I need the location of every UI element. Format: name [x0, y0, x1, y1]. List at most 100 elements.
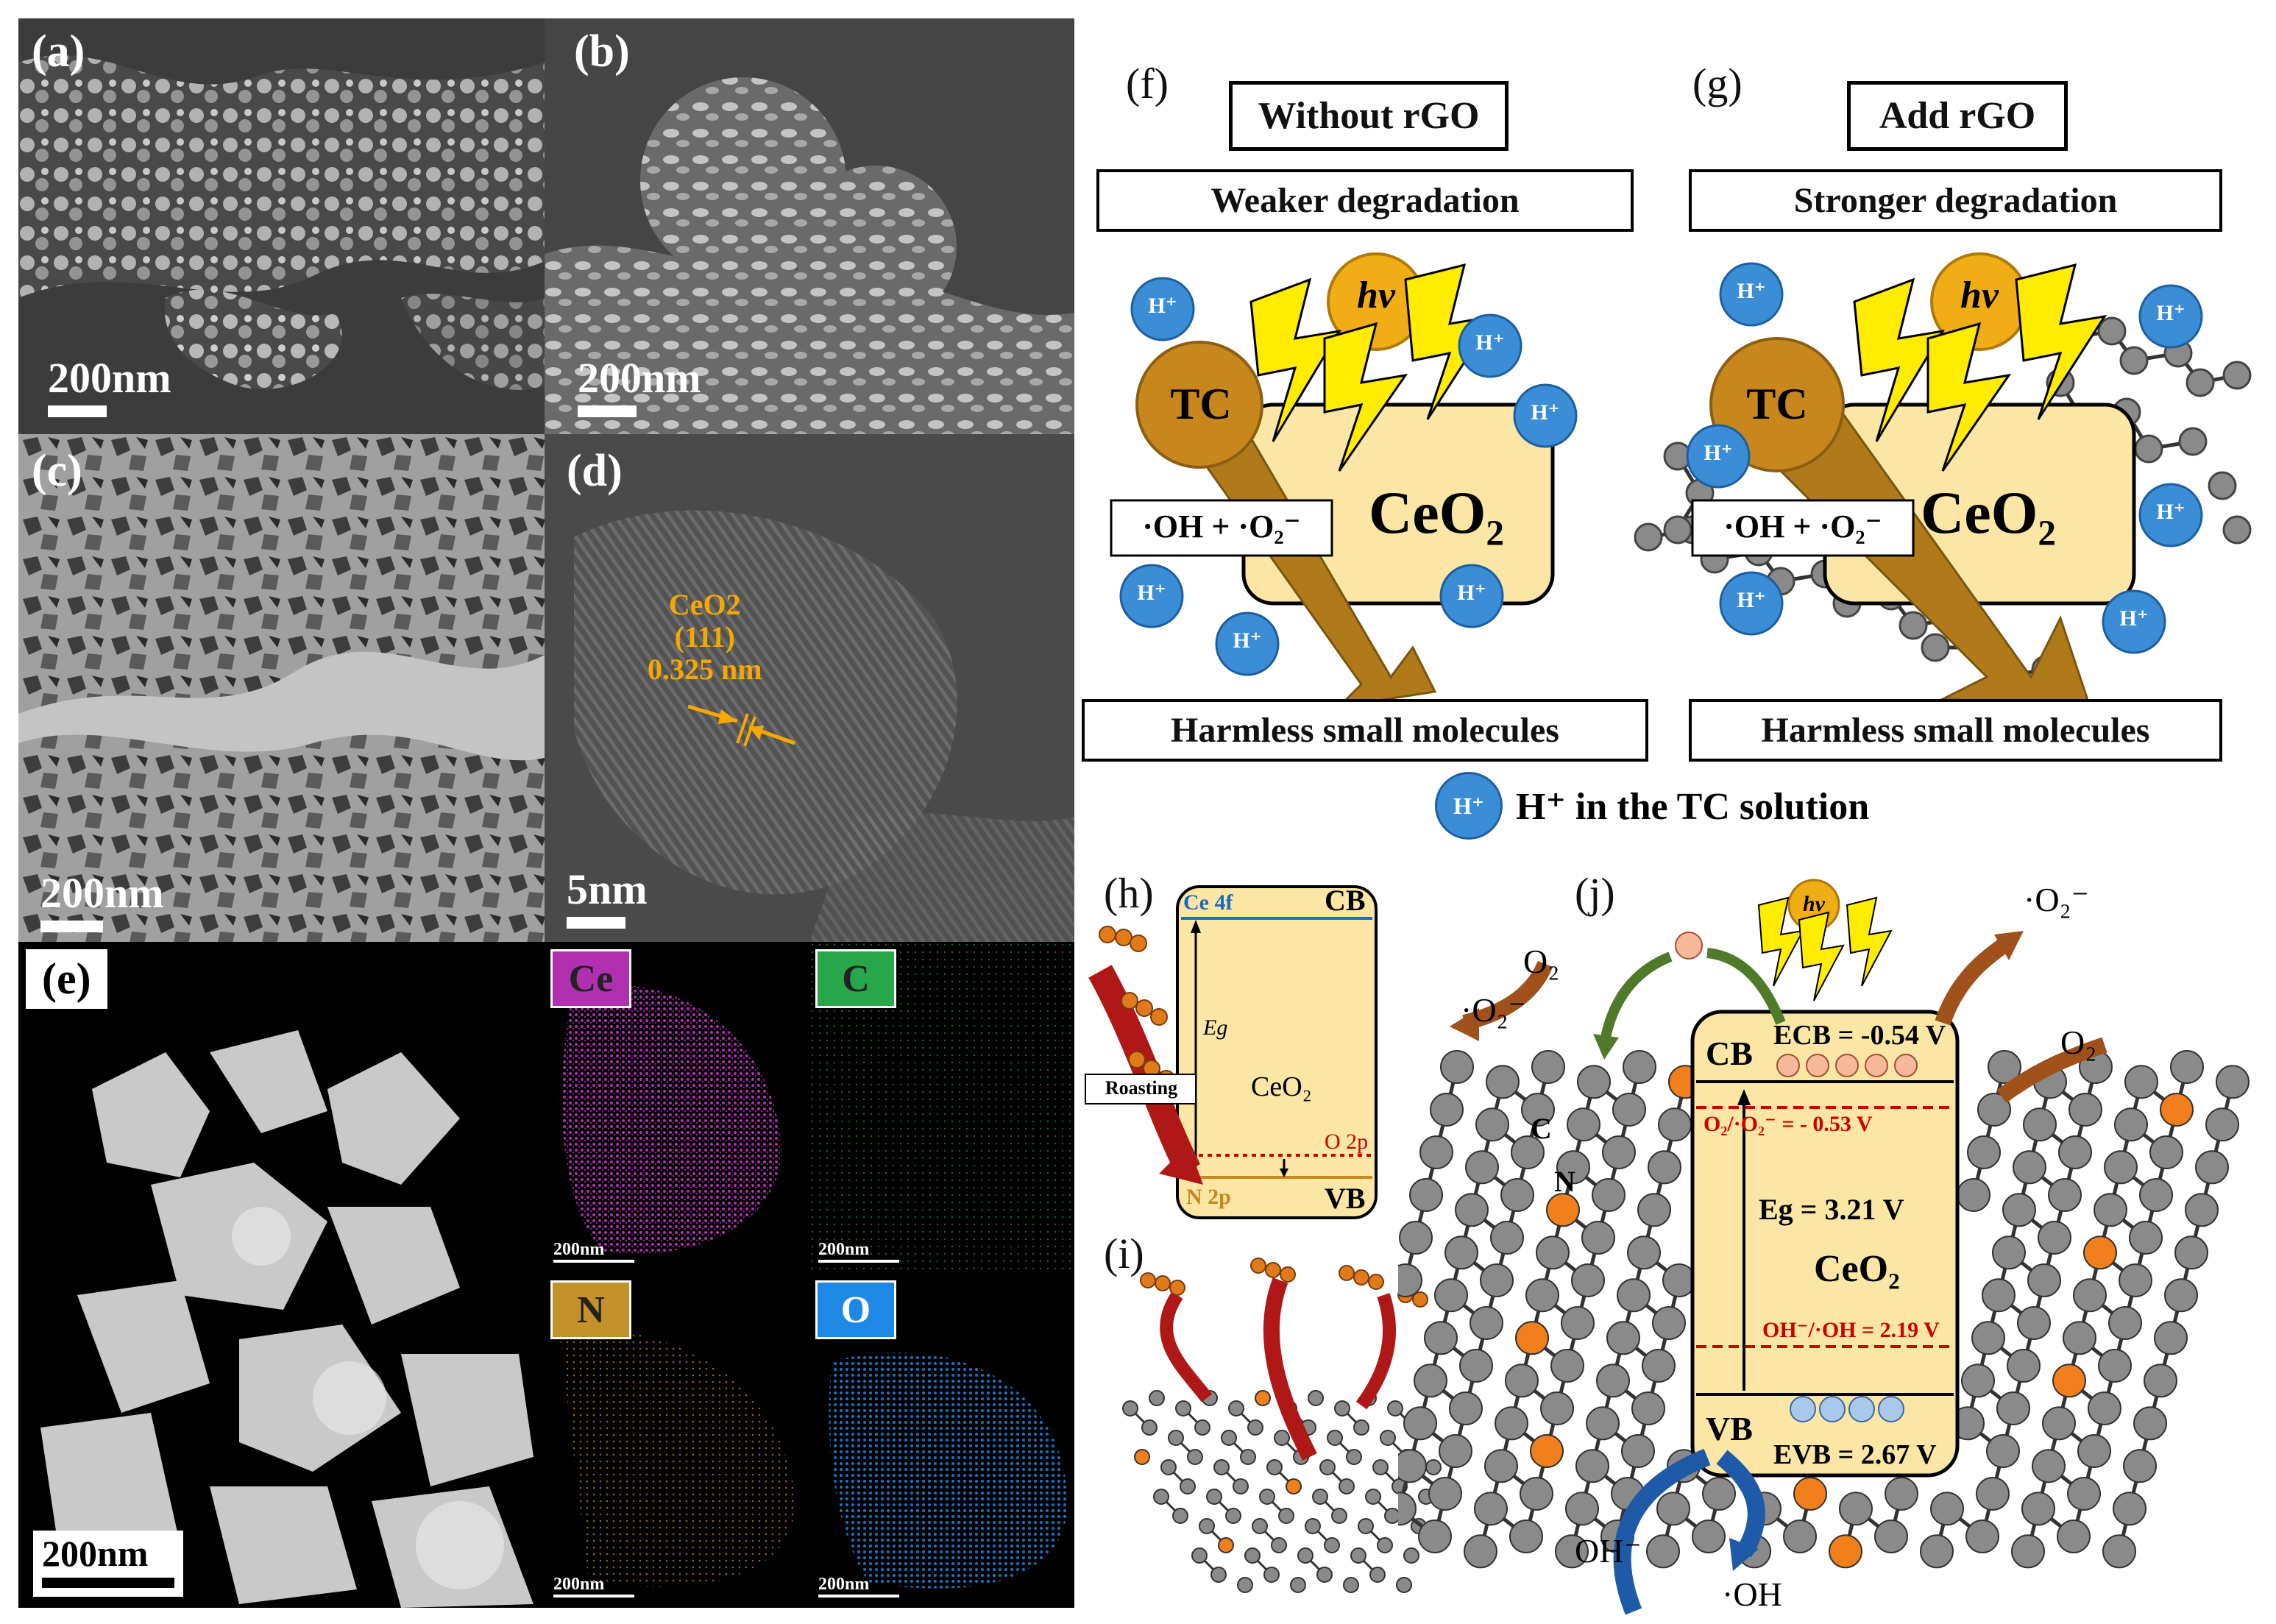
- lattice-atom: [1486, 1065, 1520, 1099]
- lattice-atom: [1380, 1430, 1396, 1446]
- lattice-atom: [1353, 1419, 1369, 1436]
- panel-label-g: (g): [1692, 60, 1743, 107]
- lattice-atom: [2094, 1193, 2127, 1227]
- h-vb-label: VB: [1325, 1182, 1366, 1215]
- j-oh-level: OH⁻/·OH = 2.19 V: [1762, 1318, 1940, 1342]
- sem-texture-a: [18, 18, 545, 434]
- eds-map-o: O 200nm: [809, 1273, 1074, 1608]
- lattice-atom: [1521, 1093, 1555, 1127]
- lattice-atom: [1434, 1278, 1468, 1313]
- lattice-atom: [1967, 1135, 2001, 1169]
- lattice-atom: [2073, 1278, 2107, 1313]
- lattice-atom: [2205, 1107, 2239, 1142]
- lattice-atom: [1428, 1477, 1462, 1511]
- panel-label-i: (i): [1104, 1230, 1144, 1277]
- lattice-atom: [1252, 1518, 1268, 1534]
- j-electrons: [1776, 1054, 1918, 1077]
- d-plane: (111): [674, 620, 735, 653]
- lattice-atom: [2017, 1306, 2051, 1340]
- f-tc-circle: [1135, 341, 1263, 469]
- h-cb-label: CB: [1325, 884, 1366, 917]
- scalebar-d: 5nm: [567, 865, 648, 929]
- eds-scalebar-n: 200nm: [553, 1575, 634, 1598]
- lattice-atom: [2013, 1150, 2046, 1185]
- panel-label-f: (f): [1126, 60, 1169, 107]
- lattice-atom: [1692, 1520, 1726, 1553]
- eds-scalebar-o: 200nm: [818, 1575, 899, 1598]
- scalebar-d-text: 5nm: [567, 865, 648, 913]
- j-ecb-label: ECB = -0.54 V: [1773, 1020, 1946, 1051]
- scalebar-c-text: 200nm: [40, 869, 164, 917]
- lattice-atom: [1237, 1577, 1253, 1593]
- d-phase: CeO2: [668, 588, 741, 621]
- lattice-atom: [2052, 1364, 2086, 1398]
- lattice-atom: [1149, 1390, 1165, 1406]
- j-o2-arrow-right-up: [1935, 935, 2014, 1026]
- lattice-atom: [2149, 1135, 2183, 1169]
- lattice-atom: [1274, 1430, 1290, 1446]
- lattice-atom: [1992, 1235, 2026, 1270]
- lattice-atom: [1646, 1534, 1680, 1569]
- lattice-atom: [1398, 1263, 1422, 1297]
- lattice-atom: [1839, 1492, 1873, 1526]
- lattice-atom: [1247, 1419, 1263, 1436]
- panel-label-b: (b): [574, 26, 630, 77]
- j-evb-label: EVB = 2.67 V: [1773, 1439, 1937, 1470]
- lattice-atom: [2077, 1434, 2111, 1468]
- eds-map-n: N 200nm: [545, 1273, 809, 1608]
- lattice-atom: [1627, 1235, 1661, 1270]
- scalebar-e-bar: [42, 1578, 174, 1588]
- lattice-atom: [2021, 1492, 2055, 1526]
- lattice-atom: [1346, 1449, 1362, 1465]
- lattice-atom: [1996, 1391, 2030, 1425]
- g-subtitle-box: Stronger degradation: [1689, 169, 2222, 232]
- tem-texture-c: [18, 434, 545, 942]
- legend-text: H⁺ in the TC solution: [1516, 785, 1870, 828]
- lattice-atom: [1387, 1400, 1403, 1416]
- j-lightning: [1757, 896, 1893, 1001]
- lattice-atom: [1141, 1419, 1158, 1436]
- g-radicals-label: ·OH + ·O₂⁻: [1723, 508, 1882, 545]
- lattice-atom: [1377, 1537, 1393, 1553]
- lattice-atom: [1180, 1478, 1196, 1494]
- lattice-atom: [1160, 1459, 1177, 1475]
- j-ceo2-box: [1690, 1010, 1960, 1478]
- lattice-atom: [1255, 1390, 1271, 1406]
- scalebar-c-bar: [40, 921, 103, 932]
- lattice-atom: [1206, 1489, 1222, 1505]
- lattice-atom: [1530, 1434, 1564, 1468]
- f-subtitle-box: Weaker degradation: [1096, 169, 1634, 232]
- lattice-atom: [1455, 1193, 1489, 1227]
- j-oh-minus: OH⁻: [1575, 1532, 1642, 1570]
- legend-hplus-icon: H⁺: [1435, 772, 1503, 840]
- lattice-atom: [1403, 1406, 1437, 1441]
- lattice-atom: [1976, 1477, 2010, 1511]
- lattice-atom: [1556, 1150, 1590, 1185]
- lattice-atom: [1658, 1107, 1692, 1142]
- panel-label-d: (d): [567, 446, 623, 496]
- lattice-atom: [1480, 1263, 1514, 1297]
- eds-map-c: C 200nm: [809, 942, 1074, 1273]
- f-lightning: [1249, 263, 1497, 472]
- lattice-atom: [1546, 1193, 1580, 1227]
- lattice-atom: [1175, 1400, 1191, 1416]
- lattice-atom: [1339, 1478, 1355, 1494]
- lattice-atom: [1957, 1178, 1990, 1212]
- lattice-atom: [1398, 1492, 1417, 1526]
- haadf-texture-e: [40, 1030, 533, 1608]
- lattice-atom: [1520, 1477, 1553, 1511]
- lattice-atom: [2002, 1193, 2036, 1227]
- scalebar-a-text: 200nm: [48, 354, 171, 402]
- lattice-atom: [1920, 1534, 1954, 1569]
- lattice-atom: [1259, 1489, 1275, 1505]
- lattice-atom: [1561, 1306, 1595, 1340]
- sem-image-b: (b) 200nm: [545, 18, 1074, 434]
- lattice-atom: [1571, 1263, 1605, 1297]
- lattice-atom: [1783, 1520, 1817, 1553]
- j-transfer-arrow: [1599, 951, 1673, 1046]
- j-oh-rad: ·OH: [1722, 1575, 1782, 1613]
- lattice-atom: [1474, 1492, 1508, 1526]
- lattice-atom: [1290, 1577, 1306, 1593]
- lattice-atom: [1550, 1349, 1584, 1383]
- lattice-atom: [1631, 1391, 1665, 1425]
